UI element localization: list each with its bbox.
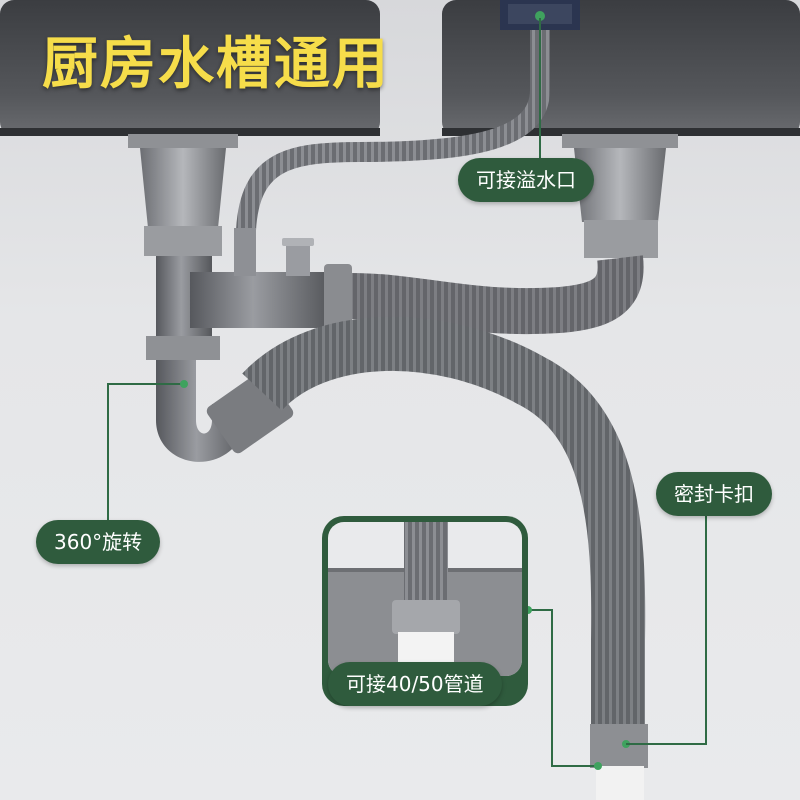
left-strainer-basket: [128, 134, 238, 256]
outlet-marker-dot: [594, 762, 602, 770]
leader-lines: [107, 18, 707, 767]
left-sink-basin: [0, 0, 380, 136]
right-strainer-basket: [562, 134, 678, 258]
overflow-callout: 可接溢水口: [458, 158, 594, 202]
overflow-hose: [236, 30, 550, 231]
bottom-seal-connector: [590, 724, 648, 800]
main-drain-hose: [242, 317, 646, 740]
right-sink-basin: [442, 0, 800, 136]
right-sink-hose: [349, 255, 644, 335]
drain-tee: [156, 228, 352, 346]
pipe-size-callout: 可接40/50管道: [328, 662, 502, 706]
rotate-marker-dot: [180, 380, 188, 388]
seal-callout: 密封卡扣: [656, 472, 772, 516]
page-title: 厨房水槽通用: [42, 32, 390, 97]
rotate-callout: 360°旋转: [36, 520, 161, 564]
pipe-detail-illustration: [328, 522, 522, 676]
